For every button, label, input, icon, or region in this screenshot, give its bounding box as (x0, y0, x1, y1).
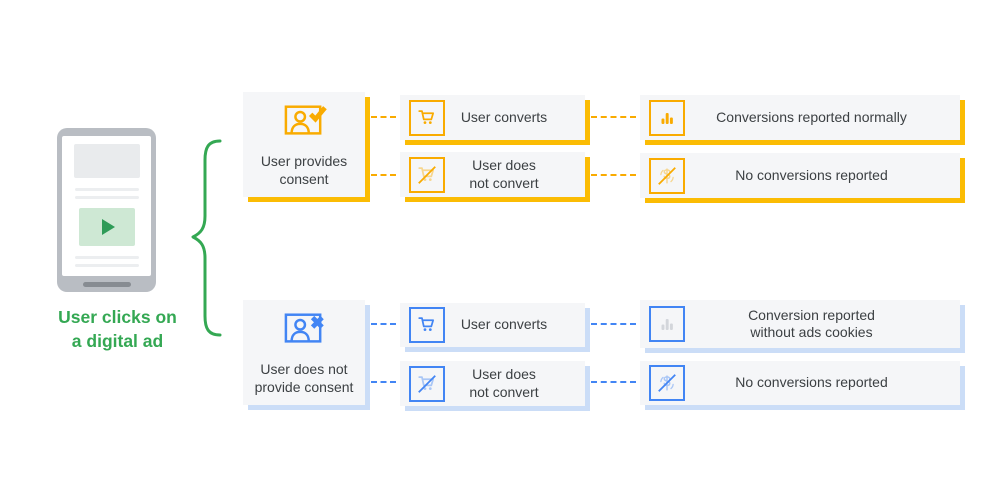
connector-dashed (591, 174, 636, 176)
result-label-line-1: Conversion reported (748, 306, 875, 323)
ad-placeholder-block (73, 144, 140, 178)
video-ad-block (78, 208, 135, 246)
shopping-cart-icon (409, 99, 445, 136)
play-icon (101, 219, 115, 235)
phone-illustration (57, 128, 156, 292)
consent-label-line-1: User does not (260, 361, 348, 378)
text-line (74, 196, 139, 199)
result-label: No conversions reported (735, 166, 888, 183)
curly-brace (191, 139, 222, 337)
bar-chart-gray-icon (649, 306, 685, 342)
text-line (74, 264, 139, 267)
connector-dashed (591, 381, 636, 383)
text-line (74, 256, 139, 259)
result-label: Conversion reported without ads cookies (685, 307, 960, 342)
connector-dashed (371, 323, 396, 325)
shopping-cart-crossed-icon (409, 365, 445, 402)
phone-screen (62, 136, 151, 276)
consent-label-line-2: consent (279, 170, 329, 187)
outcome-label-line-1: User does (472, 157, 536, 173)
consent-label-line-1: User provides (260, 153, 348, 170)
outcome-label-line-1: User does (472, 366, 536, 382)
text-line (74, 188, 139, 191)
consent-label-line-2: provide consent (254, 378, 354, 395)
box-no-conversions-reported-top: No conversions reported (640, 153, 960, 198)
box-conversions-reported-normally: Conversions reported normally (640, 95, 960, 140)
box-user-does-not-provide-consent: User does not provide consent (243, 300, 365, 405)
caption-line-1: User clicks on (58, 307, 177, 327)
user-x-icon (280, 309, 328, 354)
user-check-icon (280, 101, 328, 146)
conversion-crossed-icon (649, 365, 685, 401)
caption-line-2: a digital ad (71, 330, 164, 351)
result-label: No conversions reported (735, 374, 888, 391)
connector-dashed (371, 174, 396, 176)
connector-dashed (371, 381, 396, 383)
outcome-label: User converts (460, 316, 548, 333)
box-user-provides-consent: User provides consent (243, 92, 365, 197)
connector-dashed (591, 323, 636, 325)
box-no-consent-user-converts: User converts (400, 303, 585, 347)
bar-chart-icon (649, 99, 685, 136)
outcome-label: User converts (460, 108, 548, 125)
shopping-cart-crossed-icon (409, 156, 445, 193)
result-label-line-2: without ads cookies (750, 324, 873, 340)
phone-caption: User clicks on a digital ad (25, 306, 210, 353)
outcome-label-line-2: not convert (469, 174, 539, 191)
result-label: Conversions reported normally (716, 108, 907, 125)
box-no-conversions-reported-bottom: No conversions reported (640, 361, 960, 405)
outcome-label: User does not convert (445, 366, 585, 401)
phone-home-bar (82, 282, 131, 287)
shopping-cart-icon (409, 307, 445, 343)
outcome-label-line-2: not convert (469, 383, 539, 400)
connector-dashed (371, 116, 396, 118)
box-no-consent-user-does-not-convert: User does not convert (400, 361, 585, 406)
conversion-crossed-icon (649, 157, 685, 194)
box-consent-user-does-not-convert: User does not convert (400, 152, 585, 197)
box-consent-user-converts: User converts (400, 95, 585, 140)
outcome-label: User does not convert (445, 157, 585, 192)
connector-dashed (591, 116, 636, 118)
box-conversion-reported-without-ads-cookies: Conversion reported without ads cookies (640, 300, 960, 348)
